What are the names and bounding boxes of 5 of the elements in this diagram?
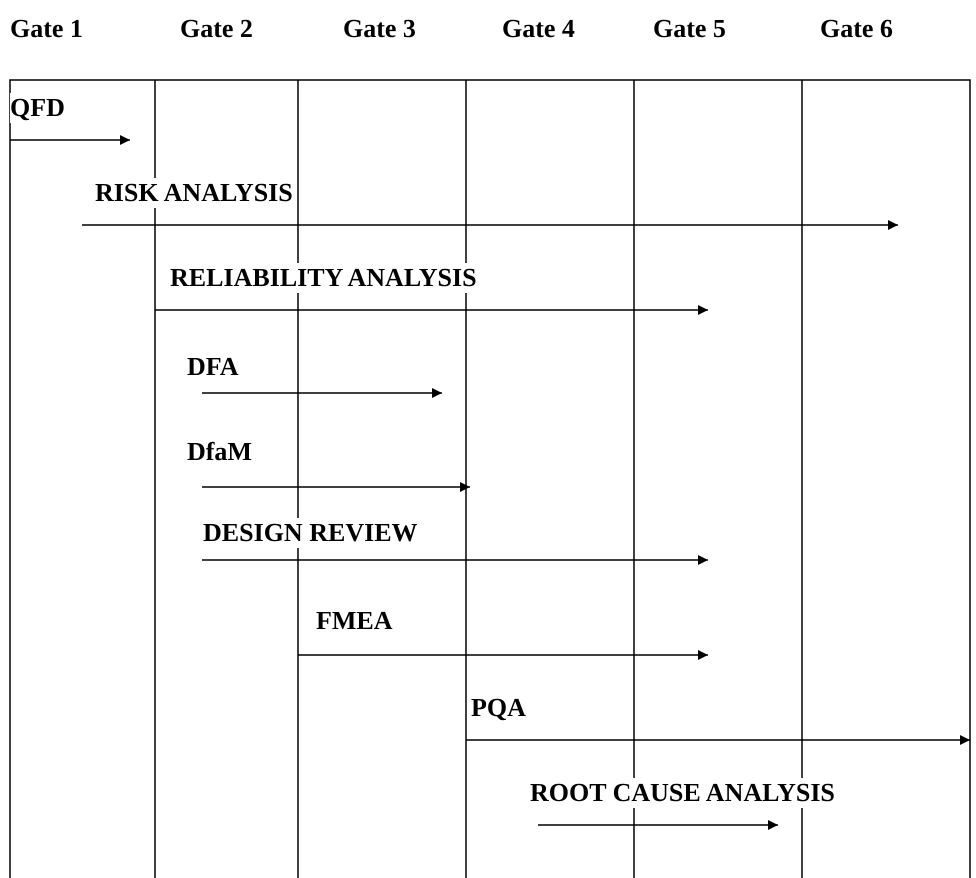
activity-label: ROOT CAUSE ANALYSIS — [530, 778, 835, 808]
activity-label: DESIGN REVIEW — [203, 518, 418, 548]
activity-label: RISK ANALYSIS — [95, 178, 293, 208]
activity-label: QFD — [10, 93, 65, 123]
activity-label: RELIABILITY ANALYSIS — [170, 263, 477, 293]
